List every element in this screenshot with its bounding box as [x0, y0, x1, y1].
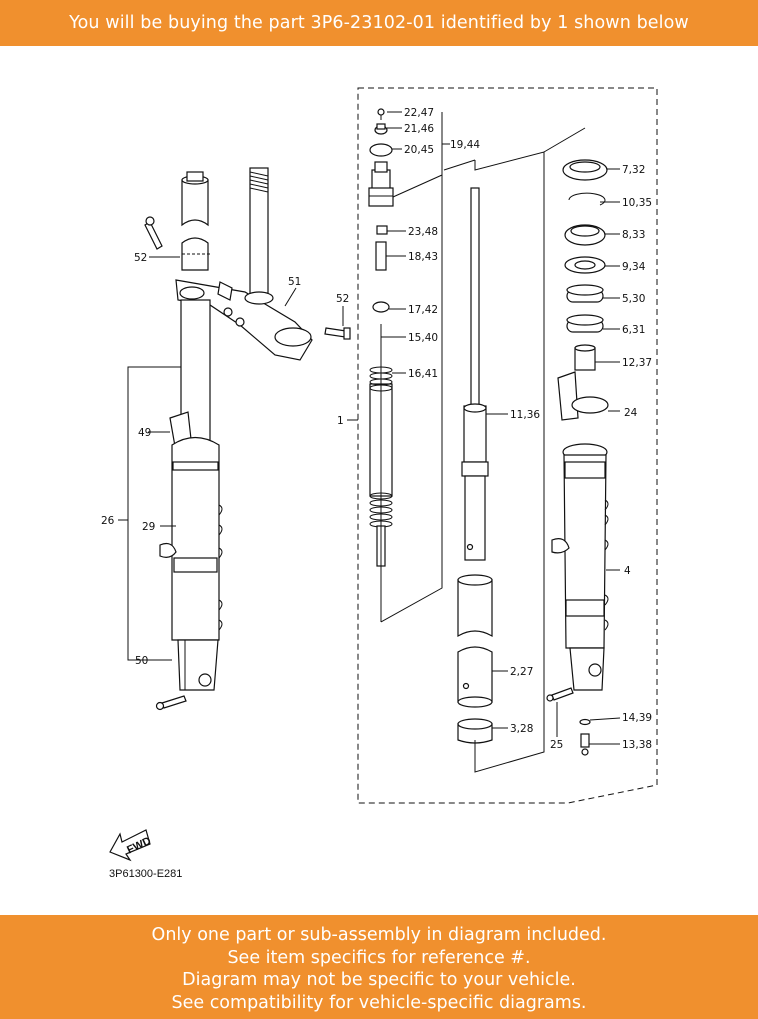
callout-15: 15,40	[408, 332, 438, 344]
callout-20: 20,45	[404, 144, 434, 156]
callout-23: 23,48	[408, 226, 438, 238]
header-banner: You will be buying the part 3P6-23102-01…	[0, 0, 758, 46]
callout-11: 11,36	[510, 409, 540, 421]
callout-6: 6,31	[622, 324, 645, 336]
callout-5: 5,30	[622, 293, 645, 305]
inner-tube-column	[457, 187, 493, 744]
header-text: You will be buying the part 3P6-23102-01…	[69, 13, 689, 33]
callout-50: 50	[135, 655, 148, 667]
diagram-code: 3P61300-E281	[109, 868, 182, 880]
callout-24: 24	[624, 407, 638, 419]
callout-4: 4	[624, 565, 631, 577]
callout-18: 18,43	[408, 251, 438, 263]
footer-line: Diagram may not be specific to your vehi…	[182, 970, 576, 990]
callout-9: 9,34	[622, 261, 646, 273]
callout-26: 26	[101, 515, 115, 527]
callout-13: 13,38	[622, 739, 652, 751]
leaders-right	[556, 168, 621, 745]
callout-51: 51	[288, 276, 301, 288]
callout-8: 8,33	[622, 229, 645, 241]
footer-line: See compatibility for vehicle-specific d…	[171, 992, 587, 1013]
callout-10: 10,35	[622, 197, 652, 209]
callout-52-left: 52	[134, 252, 147, 264]
leaders-middle	[381, 111, 406, 374]
callout-17: 17,42	[408, 304, 438, 316]
fwd-arrow-icon: FWD	[109, 829, 153, 862]
callout-14: 14,39	[622, 712, 652, 724]
callout-16: 16,41	[408, 368, 438, 380]
callout-25: 25	[550, 739, 563, 751]
callout-22: 22,47	[404, 107, 434, 119]
callout-52-right: 52	[336, 293, 349, 305]
assembly-frame	[357, 87, 658, 804]
assembled-fork	[144, 167, 351, 711]
callout-21: 21,46	[404, 123, 434, 135]
callout-7: 7,32	[622, 164, 645, 176]
callout-1: 1	[337, 415, 344, 427]
callout-12: 12,37	[622, 357, 652, 369]
outer-tube-column	[546, 159, 609, 756]
callout-2: 2,27	[510, 666, 533, 678]
footer-banner: Only one part or sub-assembly in diagram…	[0, 915, 758, 1019]
bracket-26	[127, 366, 181, 661]
callout-19: 19,44	[450, 139, 480, 151]
footer-line: See item specifics for reference #.	[227, 947, 531, 968]
footer-line: Only one part or sub-assembly in diagram…	[151, 925, 607, 945]
callout-3: 3,28	[510, 723, 533, 735]
callout-49: 49	[138, 427, 151, 439]
callouts: 22,47 21,46 20,45 19,44 23,48 18,43 17,4…	[101, 107, 652, 751]
callout-29: 29	[142, 521, 155, 533]
fork-parts-diagram: FWD 3P61300-E281 22,47 21,46 20,45 19,44…	[101, 87, 658, 880]
